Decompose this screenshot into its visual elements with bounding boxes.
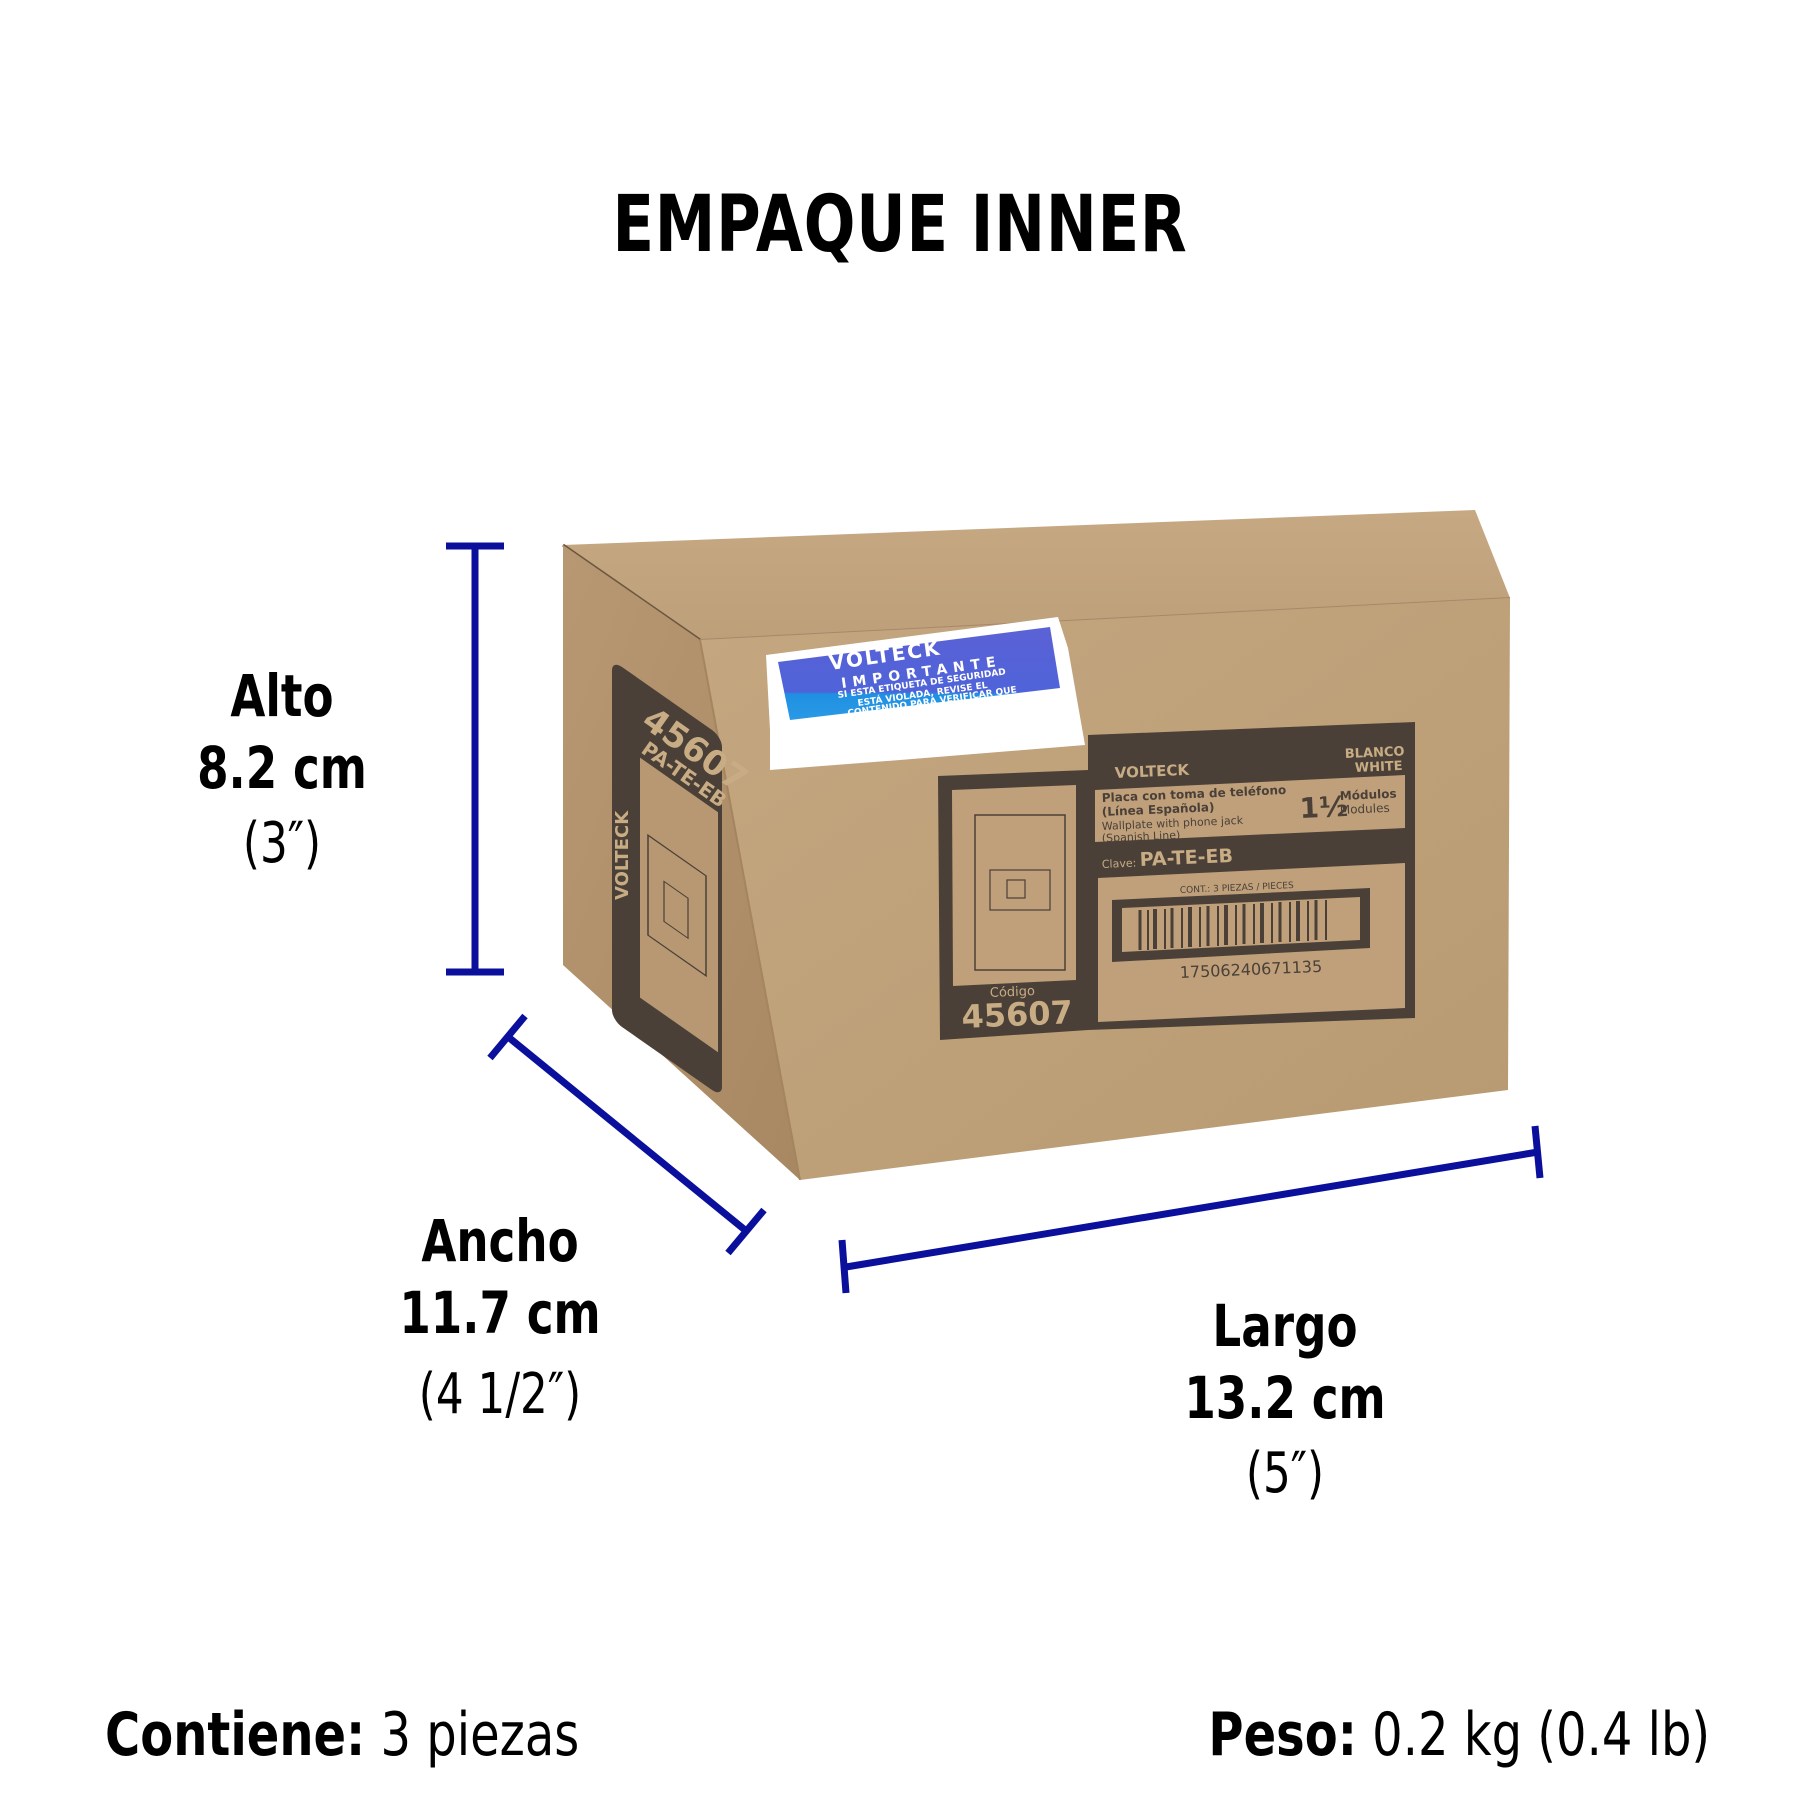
dimension-alto-imperial: (3″) [242, 811, 322, 876]
front-clave-label: Clave: [1102, 857, 1137, 871]
dimension-line-alto [446, 542, 504, 976]
front-color-en: WHITE [1355, 759, 1403, 776]
side-panel-brand: VOLTECK [612, 810, 633, 900]
front-print-panel [938, 722, 1415, 1040]
dimension-ancho-imperial: (4 1/2″) [418, 1362, 582, 1427]
dimension-alto-metric: 8.2 cm [197, 734, 367, 802]
front-codigo-label: Código [990, 984, 1036, 1001]
front-product-en-2: (Spanish Line) [1102, 829, 1181, 845]
front-modules-value: 1½ [1299, 790, 1349, 825]
front-product-en-1: Wallplate with phone jack [1102, 814, 1244, 833]
front-clave-value: PA-TE-EB [1139, 845, 1233, 871]
front-contents: CONT.: 3 PIEZAS / PIECES [1180, 881, 1294, 896]
dimension-ancho-label: Ancho [421, 1207, 579, 1275]
dimension-largo-imperial: (5″) [1245, 1441, 1325, 1506]
dimension-largo-metric: 13.2 cm [1184, 1364, 1386, 1432]
front-codigo-value: 45607 [961, 993, 1074, 1036]
box-top-face [563, 510, 1510, 640]
dimension-alto-label: Alto [230, 662, 334, 730]
side-print-panel [612, 664, 722, 1093]
front-color-es: BLANCO [1345, 744, 1405, 762]
barcode [1138, 900, 1327, 950]
front-brand: VOLTECK [1114, 761, 1190, 782]
contents-value: 3 piezas [380, 1700, 580, 1770]
contents-label: Contiene: [105, 1700, 366, 1770]
dimension-largo-label: Largo [1212, 1292, 1358, 1360]
dimension-largo: Largo 13.2 cm (5″) [1168, 1290, 1402, 1514]
weight-info: Peso: 0.2 kg (0.4 lb) [1208, 1700, 1710, 1770]
dimension-ancho-metric: 11.7 cm [399, 1279, 601, 1347]
dimension-line-largo [838, 1125, 1544, 1294]
front-product-es-2: (Línea Española) [1102, 800, 1215, 819]
weight-value: 0.2 kg (0.4 lb) [1372, 1700, 1710, 1770]
weight-label: Peso: [1208, 1700, 1357, 1770]
security-seal [766, 617, 1085, 770]
dimension-line-ancho [487, 1013, 767, 1256]
contents-info: Contiene: 3 piezas [105, 1700, 579, 1770]
dimension-ancho: Ancho 11.7 cm (4 1/2″) [395, 1205, 606, 1435]
page-title: EMPAQUE INNER [612, 180, 1188, 270]
front-modules-en: Modules [1340, 801, 1390, 817]
dimension-alto: Alto 8.2 cm (3″) [196, 660, 368, 884]
front-modules-es: Módulos [1340, 787, 1397, 803]
